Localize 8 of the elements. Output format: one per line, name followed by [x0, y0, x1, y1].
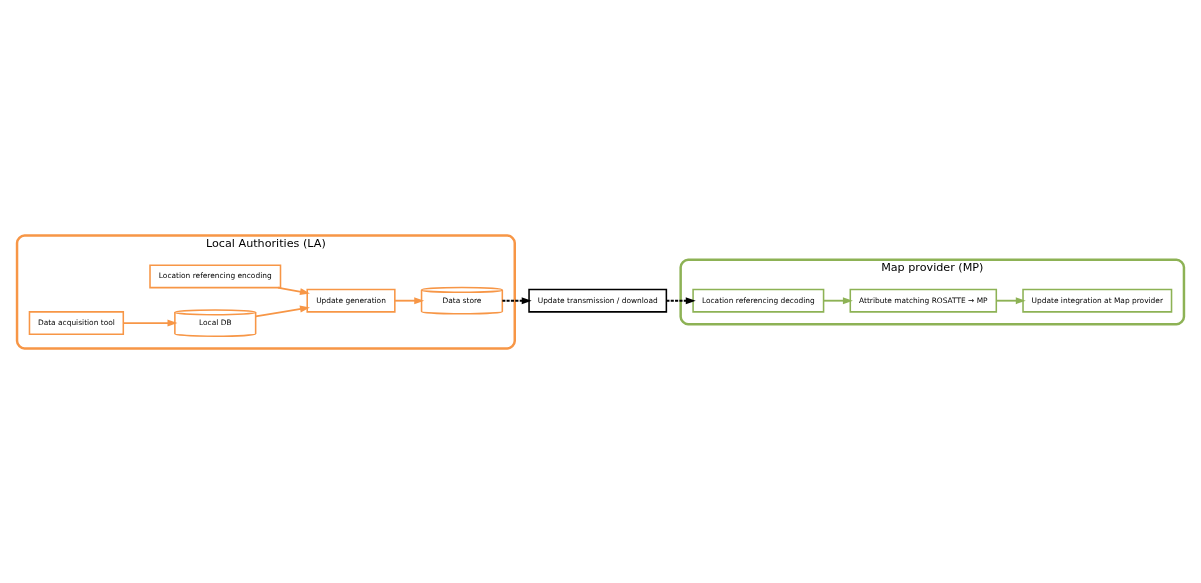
arrow: [501, 296, 532, 304]
arrow: [254, 305, 310, 317]
arrow: [277, 286, 310, 295]
arrow: [665, 296, 696, 304]
arrow: [122, 319, 178, 327]
arrow: [822, 296, 853, 304]
arrow: [393, 296, 425, 304]
arrow: [995, 296, 1026, 304]
